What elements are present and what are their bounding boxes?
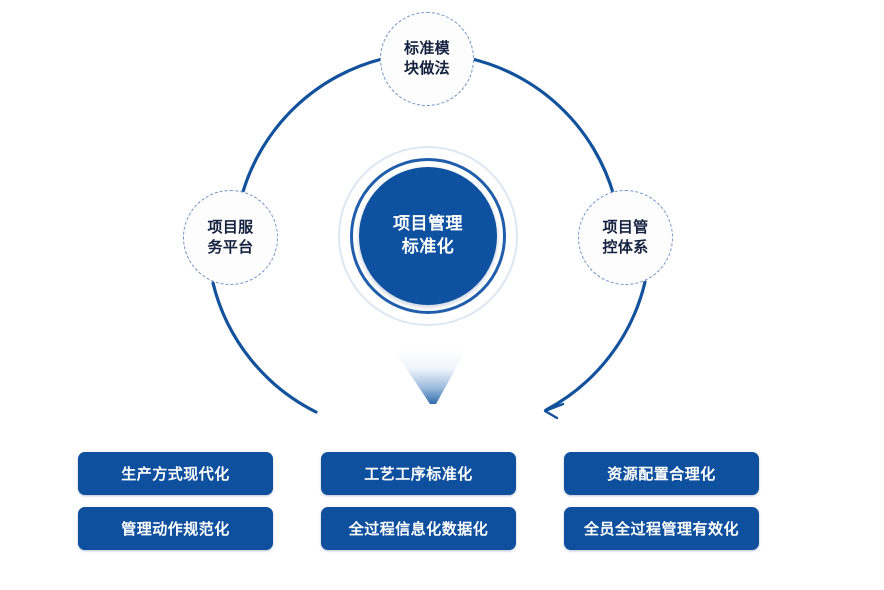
node-standard-module-label: 标准模 块做法 bbox=[404, 39, 450, 79]
hub-core-label: 项目管理 标准化 bbox=[393, 213, 463, 259]
node-project-service-platform-line2: 务平台 bbox=[207, 238, 254, 256]
node-project-control-system-line1: 项目管 bbox=[602, 218, 649, 236]
outcome-box[interactable]: 全员全过程管理有效化 bbox=[564, 507, 759, 550]
outcome-box-grid: 生产方式现代化 工艺工序标准化 资源配置合理化 管理动作规范化 全过程信息化数据… bbox=[78, 452, 806, 550]
center-hub: 项目管理 标准化 bbox=[338, 146, 522, 330]
outcome-box[interactable]: 工艺工序标准化 bbox=[321, 452, 516, 495]
down-arrow-icon bbox=[394, 350, 466, 404]
node-project-control-system-label: 项目管 控体系 bbox=[603, 218, 649, 258]
node-project-control-system[interactable]: 项目管 控体系 bbox=[578, 190, 673, 285]
arc-left-to-top bbox=[240, 56, 388, 197]
node-standard-module-line2: 块做法 bbox=[404, 60, 450, 77]
outcome-box[interactable]: 生产方式现代化 bbox=[78, 452, 273, 495]
outcome-box[interactable]: 资源配置合理化 bbox=[564, 452, 759, 495]
hub-core: 项目管理 标准化 bbox=[359, 167, 497, 305]
node-project-service-platform-line1: 项目服 bbox=[207, 218, 254, 236]
outcome-box[interactable]: 全过程信息化数据化 bbox=[321, 507, 516, 550]
arc-top-to-right bbox=[466, 56, 616, 198]
arc-right-descending bbox=[544, 280, 647, 412]
node-project-service-platform[interactable]: 项目服 务平台 bbox=[183, 190, 278, 285]
node-project-service-platform-label: 项目服 务平台 bbox=[208, 218, 254, 258]
arc-arrowhead-icon bbox=[543, 402, 565, 420]
outcome-box[interactable]: 管理动作规范化 bbox=[78, 507, 273, 550]
hub-core-label-line2: 标准化 bbox=[401, 237, 455, 256]
node-project-control-system-line2: 控体系 bbox=[602, 238, 649, 256]
hub-core-label-line1: 项目管理 bbox=[393, 214, 463, 234]
node-standard-module-line1: 标准模 bbox=[404, 40, 450, 58]
node-standard-module[interactable]: 标准模 块做法 bbox=[380, 12, 474, 106]
hub-inner-ring bbox=[350, 158, 506, 314]
arc-left-descending bbox=[211, 281, 318, 414]
hub-outer-ring bbox=[338, 146, 518, 326]
